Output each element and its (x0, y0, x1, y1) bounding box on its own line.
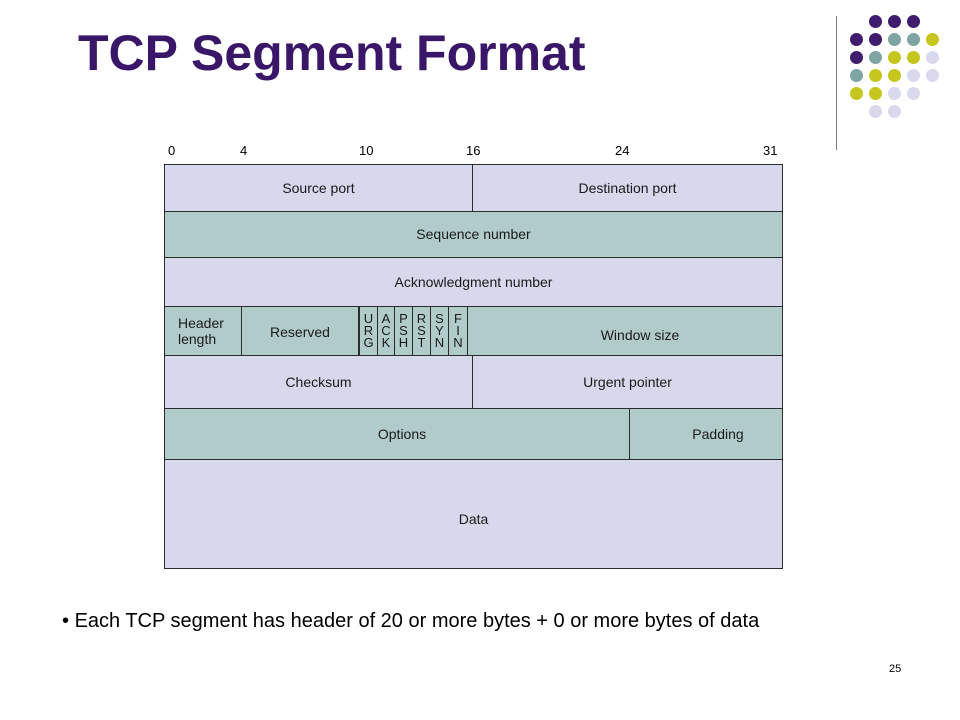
decorative-dot (926, 69, 939, 82)
decorative-dot (926, 33, 939, 46)
decorative-dot (850, 33, 863, 46)
flag-psh: P S H (394, 307, 413, 355)
field-window-size: Window size (467, 306, 783, 356)
bit-tick: 4 (240, 143, 248, 158)
field-data: Data (164, 459, 783, 569)
flag-letter: U (363, 311, 374, 326)
slide-title: TCP Segment Format (78, 25, 586, 81)
field-label: Padding (692, 425, 744, 442)
flag-letter: N (453, 335, 463, 350)
flag-letter: A (381, 311, 391, 326)
decorative-dot (869, 51, 882, 64)
field-label: Window size (600, 326, 680, 343)
decorative-dot (907, 69, 920, 82)
decorative-dot (850, 69, 863, 82)
decorative-dot (888, 87, 901, 100)
decorative-dot (907, 87, 920, 100)
decorative-dot (850, 87, 863, 100)
decorative-dot (907, 33, 920, 46)
flag-letter: T (417, 335, 426, 350)
flag-letter: K (381, 335, 391, 350)
field-label: Checksum (285, 373, 352, 390)
bullet-point: • Each TCP segment has header of 20 or m… (62, 610, 759, 633)
flag-letter: F (454, 311, 462, 326)
decorative-dot (888, 33, 901, 46)
flag-letter: S (417, 323, 426, 338)
field-header-length: Header length (164, 306, 242, 356)
field-reserved: Reserved (241, 306, 359, 356)
decorative-dot (907, 51, 920, 64)
flag-syn: S Y N (430, 307, 449, 355)
field-label: Header length (178, 314, 224, 347)
flag-urg: U R G (359, 307, 378, 355)
field-label: Acknowledgment number (394, 273, 553, 290)
field-checksum: Checksum (164, 355, 473, 409)
decorative-dot (850, 51, 863, 64)
flag-letter: H (398, 335, 409, 350)
flag-letter: R (416, 311, 427, 326)
bit-tick: 31 (763, 143, 778, 158)
field-options: Options (164, 408, 630, 460)
decorative-dot (888, 105, 901, 118)
field-padding: Padding (629, 408, 783, 460)
field-label: Sequence number (416, 226, 531, 243)
field-label: Options (377, 425, 427, 442)
flag-fin: F I N (448, 307, 468, 355)
bullet-text: Each TCP segment has header of 20 or mor… (74, 610, 760, 632)
decorative-dot (888, 51, 901, 64)
decorative-dot (869, 33, 882, 46)
bit-tick: 24 (615, 143, 630, 158)
flag-letter: P (399, 311, 408, 326)
bit-tick: 0 (168, 143, 176, 158)
flag-letter: Y (435, 323, 444, 338)
bit-tick: 10 (359, 143, 374, 158)
decorative-divider (836, 16, 837, 150)
page-number: 25 (889, 663, 902, 675)
field-sequence-number: Sequence number (164, 211, 783, 258)
decorative-dot (869, 105, 882, 118)
flag-letter: S (435, 311, 444, 326)
decorative-dot (888, 15, 901, 28)
flag-letter: N (434, 335, 445, 350)
flag-letter: I (456, 323, 460, 338)
decorative-dot (869, 87, 882, 100)
field-label: Data (458, 510, 489, 527)
flag-letter: S (399, 323, 408, 338)
field-urgent-pointer: Urgent pointer (472, 355, 783, 409)
flag-ack: A C K (377, 307, 395, 355)
flag-rst: R S T (412, 307, 431, 355)
bit-tick: 16 (466, 143, 481, 158)
flag-letter: R (363, 323, 374, 338)
decorative-dot (907, 15, 920, 28)
decorative-dot (869, 15, 882, 28)
flag-letter: C (381, 323, 391, 338)
decorative-dot (888, 69, 901, 82)
field-label: Destination port (578, 179, 677, 196)
field-label: Urgent pointer (583, 373, 672, 390)
field-label: Source port (282, 179, 355, 196)
decorative-dot (926, 51, 939, 64)
field-acknowledgment-number: Acknowledgment number (164, 257, 783, 307)
field-label: Reserved (270, 323, 330, 340)
field-destination-port: Destination port (472, 164, 783, 212)
flag-letter: G (363, 335, 374, 350)
decorative-dot (869, 69, 882, 82)
bullet-marker: • (62, 610, 75, 632)
field-source-port: Source port (164, 164, 473, 212)
